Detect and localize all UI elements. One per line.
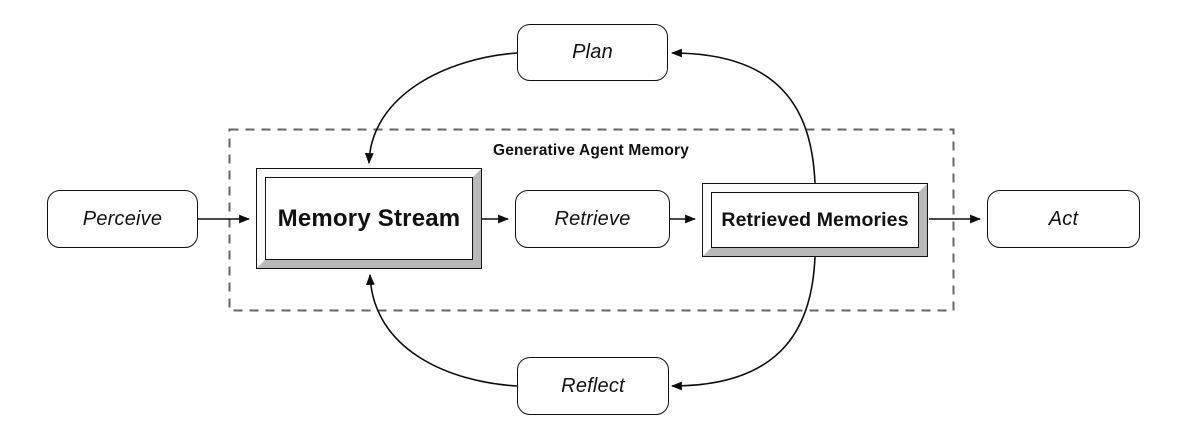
edge-retrieved-memories-to-reflect (670, 256, 816, 391)
node-retrieved-memories: Retrieved Memories (702, 183, 928, 257)
node-perceive-label: Perceive (82, 207, 163, 230)
node-act-label: Act (1048, 207, 1079, 230)
node-act: Act (987, 190, 1140, 248)
memory-boundary-box (228, 128, 955, 312)
node-perceive: Perceive (47, 190, 198, 248)
node-plan: Plan (517, 24, 668, 81)
edge-retrieved-memories-to-plan (670, 48, 816, 184)
edge-plan-to-memory-stream (364, 52, 518, 165)
node-retrieved-memories-label: Retrieved Memories (721, 208, 909, 231)
node-retrieve: Retrieve (515, 190, 670, 248)
memory-boundary-title: Generative Agent Memory (492, 142, 690, 159)
memory-stream-frame: Memory Stream (257, 169, 481, 268)
retrieved-memories-frame: Retrieved Memories (703, 184, 927, 256)
node-retrieve-label: Retrieve (554, 207, 631, 230)
node-plan-label: Plan (572, 41, 613, 63)
node-memory-stream-label: Memory Stream (277, 204, 461, 232)
node-reflect: Reflect (517, 357, 669, 415)
node-memory-stream: Memory Stream (256, 168, 482, 269)
edge-reflect-to-memory-stream (366, 273, 518, 387)
node-reflect-label: Reflect (561, 374, 625, 397)
